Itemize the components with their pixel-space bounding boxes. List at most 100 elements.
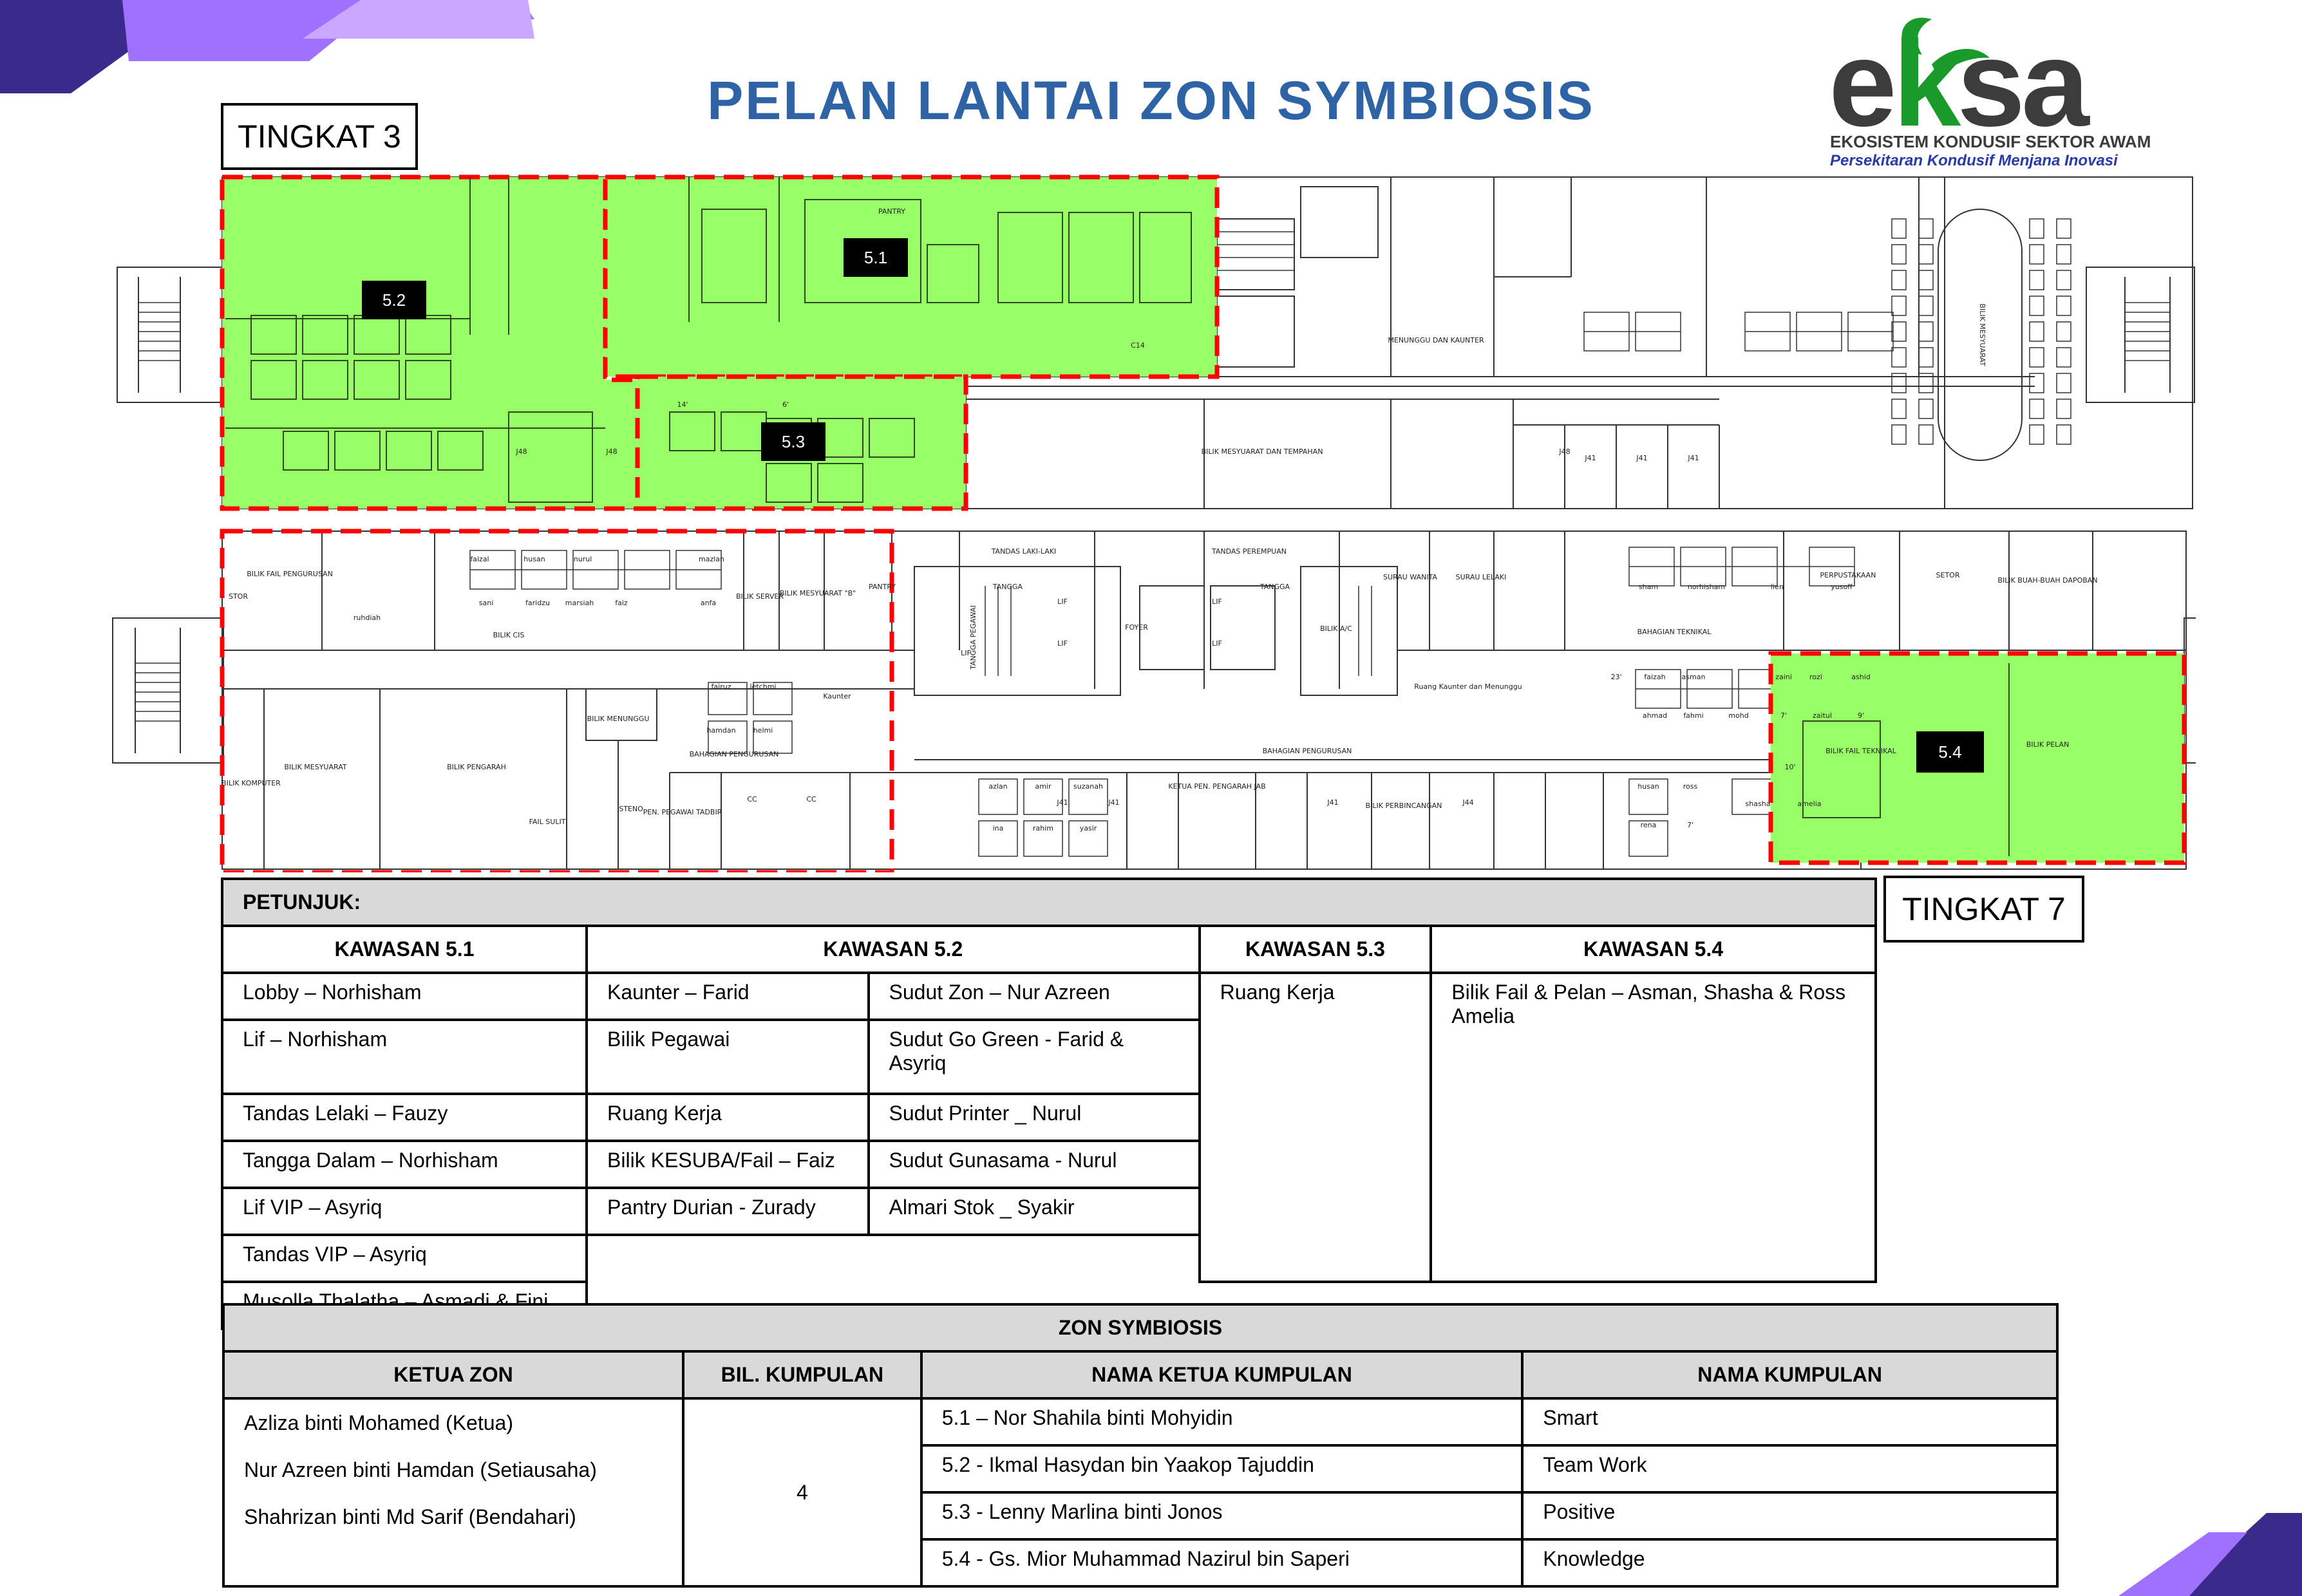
- legend-cell: Bilik Pegawai: [585, 1019, 870, 1095]
- eksa-logo-mark: eksa: [1829, 15, 2094, 152]
- zone-table-title: ZON SYMBIOSIS: [222, 1303, 2059, 1353]
- plan-label: J41: [1326, 798, 1338, 807]
- plan-label: TANGGA: [1259, 583, 1290, 591]
- plan-label: fahmi: [1683, 711, 1703, 720]
- top-left-corner-decoration: [0, 0, 534, 93]
- ketua-zon-name: Shahrizan binti Md Sarif (Bendahari): [244, 1505, 576, 1528]
- page-title: PELAN LANTAI ZON SYMBIOSIS: [707, 70, 1595, 131]
- plan-label: 23': [1610, 673, 1621, 681]
- plan-label: TANGGA PEGAWAI: [969, 605, 977, 670]
- nama-kumpulan: Smart: [1521, 1397, 2059, 1447]
- zone-5.1-area: [603, 174, 1220, 379]
- plan-label: BILIK FAIL TEKNIKAL: [1826, 747, 1896, 755]
- legend-cell: Lobby – Norhisham: [220, 972, 589, 1021]
- legend-header: PETUNJUK:: [221, 878, 1877, 927]
- plan-label: BILIK FAIL PENGURUSAN: [247, 570, 333, 578]
- plan-label: J41: [1056, 798, 1068, 807]
- bil-kumpulan-cell: 4: [681, 1397, 923, 1588]
- legend-cell: Lif VIP – Asyriq: [220, 1187, 589, 1236]
- plan-label: yasir: [1080, 824, 1097, 832]
- plan-label: KETUA PEN. PENGARAH JAB: [1168, 782, 1265, 791]
- plan-label: LIF: [1057, 639, 1068, 648]
- plan-label: PERPUSTAKAAN: [1820, 571, 1876, 579]
- plan-label: helmi: [753, 726, 773, 735]
- zone-col-header: KETUA ZON: [222, 1350, 684, 1400]
- plan-label: azlan: [988, 782, 1007, 791]
- plan-label: yusoff: [1831, 583, 1853, 591]
- plan-label: norhisham: [1688, 583, 1725, 591]
- lower-left-stair: [112, 617, 224, 764]
- plan-label: husan: [524, 555, 545, 563]
- plan-label: TANDAS PEREMPUAN: [1211, 547, 1287, 556]
- plan-label: BILIK A/C: [1320, 624, 1352, 633]
- plan-label: letchmi: [750, 682, 777, 691]
- plan-label: shasha: [1746, 800, 1771, 808]
- plan-label: J48: [515, 447, 527, 456]
- plan-label: ashid: [1851, 673, 1870, 681]
- plan-label: CC: [747, 795, 757, 803]
- plan-label: J48: [1558, 447, 1570, 456]
- legend-cell: Sudut Zon – Nur Azreen: [867, 972, 1201, 1021]
- plan-label: FOYER: [1125, 623, 1148, 632]
- zone-symbiosis-table: ZON SYMBIOSIS KETUA ZON BIL. KUMPULAN NA…: [222, 1303, 2059, 1588]
- plan-label: 14': [677, 400, 688, 409]
- plan-label: J41: [1108, 798, 1119, 807]
- plan-label: FAIL SULIT: [529, 818, 566, 826]
- legend-cell: Tandas Lelaki – Fauzy: [220, 1093, 589, 1142]
- plan-label: Ruang Kaunter dan Menunggu: [1414, 682, 1522, 691]
- zone-marker-5.1: 5.1: [844, 238, 908, 277]
- plan-label: TANGGA: [992, 583, 1023, 591]
- plan-label: faizah: [1644, 673, 1665, 681]
- ketua-zon-name: Nur Azreen binti Hamdan (Setiausaha): [244, 1458, 597, 1481]
- plan-label: STOR: [229, 592, 248, 601]
- eksa-logo: eksa EKOSISTEM KONDUSIF SEKTOR AWAM Pers…: [1816, 6, 2176, 169]
- logo-word: eksa: [1829, 15, 2090, 135]
- conference-table: [1938, 209, 2023, 461]
- plan-label: J41: [1687, 454, 1699, 462]
- upper-right-stair: [2086, 267, 2195, 403]
- plan-label: BAHAGIAN PENGURUSAN: [1263, 747, 1352, 755]
- plan-label: fairuz: [712, 682, 731, 691]
- plan-label: CC: [806, 795, 816, 803]
- plan-label: J48: [605, 447, 617, 456]
- ketua-zon-name: Azliza binti Mohamed (Ketua): [244, 1411, 513, 1434]
- plan-label: sham: [1639, 583, 1658, 591]
- upper-left-stair: [117, 267, 224, 403]
- legend-cell: Tangga Dalam – Norhisham: [220, 1140, 589, 1189]
- plan-label: BILIK PELAN: [2026, 740, 2070, 749]
- plan-label: lien: [1771, 583, 1784, 591]
- legend-cell: Kaunter – Farid: [585, 972, 870, 1021]
- legend-cell: Ruang Kerja: [585, 1093, 870, 1142]
- plan-label: ruhdiah: [354, 614, 381, 622]
- nama-kumpulan: Positive: [1521, 1491, 2059, 1541]
- plan-label: LIF: [1057, 597, 1068, 606]
- legend-cell: Ruang Kerja: [1198, 972, 1433, 1283]
- zone-marker-5.4: 5.4: [1916, 731, 1984, 773]
- level-label-lower: TINGKAT 7: [1883, 876, 2084, 943]
- plan-label: PEN. PEGAWAI TADBIR: [643, 808, 722, 816]
- plan-label: BILIK BUAH-BUAH DAPOBAN: [1997, 576, 2097, 585]
- plan-label: ahmad: [1643, 711, 1667, 720]
- plan-label: anfa: [701, 599, 716, 607]
- lower-left-dashed-outline: [220, 529, 894, 872]
- floor-plan: PANTRY BILIK MESYUARAT DAN TEMPAHAN MENU…: [112, 174, 2196, 872]
- plan-label: STENO: [619, 805, 643, 813]
- nama-ketua-kumpulan: 5.3 - Lenny Marlina binti Jonos: [920, 1491, 1524, 1541]
- plan-label: BILIK MESYUARAT DAN TEMPAHAN: [1202, 447, 1323, 456]
- plan-label: mohd: [1728, 711, 1748, 720]
- legend-empty-cell: [585, 1234, 1201, 1282]
- plan-label: C14: [1131, 341, 1145, 350]
- plan-label: SETOR: [1936, 571, 1960, 579]
- legend-cell: Sudut Go Green - Farid & Asyriq: [867, 1019, 1201, 1095]
- bottom-right-corner-decoration: [2118, 1513, 2302, 1596]
- plan-label: faizal: [470, 555, 489, 563]
- plan-label: SURAU WANITA: [1383, 573, 1437, 581]
- plan-label: PANTRY: [869, 583, 896, 591]
- plan-label: 10': [1784, 763, 1795, 771]
- plan-label: hamdan: [706, 726, 735, 735]
- plan-label: asman: [1682, 673, 1706, 681]
- legend-cell: Sudut Printer _ Nurul: [867, 1093, 1201, 1142]
- plan-label: BILIK MESYUARAT "B": [780, 589, 856, 597]
- nama-kumpulan: Knowledge: [1521, 1538, 2059, 1588]
